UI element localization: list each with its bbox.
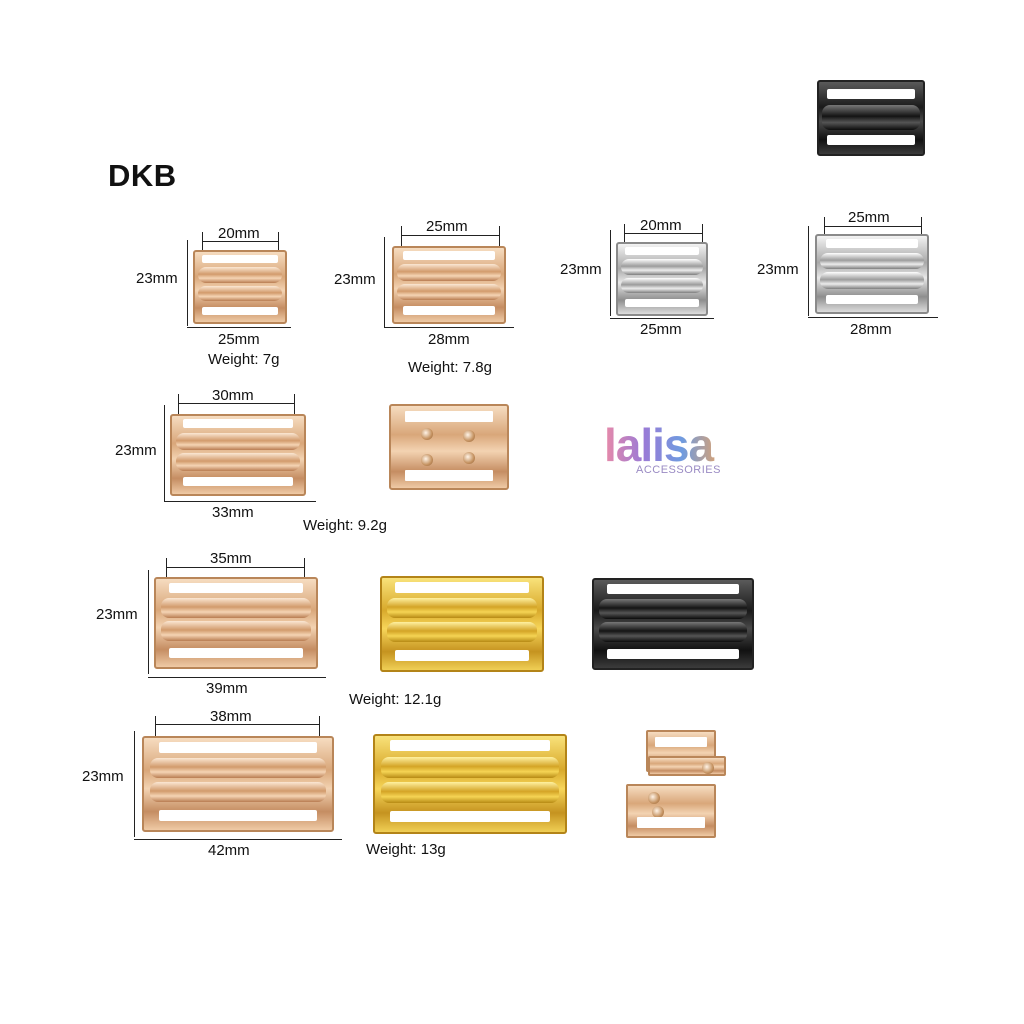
brand-code: DKB	[108, 158, 177, 193]
outer-dim-line	[384, 327, 514, 328]
height-label: 23mm	[560, 261, 602, 278]
rivet-icon	[463, 452, 475, 464]
buckle-yellow-gold-35	[380, 576, 544, 672]
height-dim-line	[610, 230, 611, 316]
buckle-silver-20	[616, 242, 708, 316]
outer-width-label: 25mm	[218, 331, 260, 348]
height-label: 23mm	[82, 768, 124, 785]
buckle-rose-gold-25	[392, 246, 506, 324]
buckle-rose-gold-30	[170, 414, 306, 496]
rivet-icon	[702, 762, 714, 774]
outer-dim-line	[808, 317, 938, 318]
buckle-yellow-gold-38	[373, 734, 567, 834]
weight-label: Weight: 9.2g	[303, 517, 387, 534]
outer-dim-line	[148, 677, 326, 678]
dim-tick	[824, 217, 825, 239]
height-dim-line	[134, 731, 135, 837]
inner-width-label: 25mm	[426, 218, 468, 235]
buckle-black-small	[817, 80, 925, 156]
inner-width-label: 35mm	[210, 550, 252, 567]
inner-dim-line	[202, 241, 278, 242]
height-dim-line	[148, 570, 149, 674]
outer-width-label: 39mm	[206, 680, 248, 697]
weight-label: Weight: 7.8g	[408, 359, 492, 376]
inner-dim-line	[155, 724, 319, 725]
rivet-icon	[421, 428, 433, 440]
inner-dim-line	[166, 567, 304, 568]
dim-tick	[624, 224, 625, 246]
inner-width-label: 25mm	[848, 209, 890, 226]
inner-width-label: 20mm	[640, 217, 682, 234]
inner-dim-line	[824, 226, 921, 227]
outer-dim-line	[610, 318, 714, 319]
outer-dim-line	[187, 327, 291, 328]
outer-dim-line	[134, 839, 342, 840]
outer-width-label: 28mm	[428, 331, 470, 348]
clasp-rose-gold-tab	[648, 756, 726, 776]
weight-label: Weight: 7g	[208, 351, 280, 368]
logo-wordmark: lalisa	[604, 418, 721, 472]
buckle-silver-25	[815, 234, 929, 314]
brand-logo: lalisa ACCESSORIES	[604, 418, 721, 476]
height-dim-line	[187, 240, 188, 326]
dim-tick	[921, 217, 922, 239]
logo-subtitle: ACCESSORIES	[636, 464, 721, 476]
height-label: 23mm	[757, 261, 799, 278]
outer-width-label: 28mm	[850, 321, 892, 338]
height-dim-line	[384, 237, 385, 327]
inner-dim-line	[178, 403, 294, 404]
outer-width-label: 25mm	[640, 321, 682, 338]
inner-width-label: 30mm	[212, 387, 254, 404]
height-dim-line	[808, 226, 809, 316]
dim-tick	[401, 226, 402, 250]
inner-width-label: 20mm	[218, 225, 260, 242]
dim-tick	[202, 232, 203, 256]
weight-label: Weight: 13g	[366, 841, 446, 858]
clasp-rose-gold-assembled	[389, 404, 509, 490]
rivet-icon	[463, 430, 475, 442]
rivet-icon	[421, 454, 433, 466]
outer-width-label: 33mm	[212, 504, 254, 521]
outer-dim-line	[164, 501, 316, 502]
dim-tick	[278, 232, 279, 256]
inner-dim-line	[401, 235, 499, 236]
height-label: 23mm	[334, 271, 376, 288]
height-label: 23mm	[136, 270, 178, 287]
dim-tick	[499, 226, 500, 250]
height-dim-line	[164, 405, 165, 501]
inner-dim-line	[624, 233, 702, 234]
clasp-rose-gold-lower-part	[626, 784, 716, 838]
buckle-black-35	[592, 578, 754, 670]
buckle-rose-gold-35	[154, 577, 318, 669]
buckle-rose-gold-38	[142, 736, 334, 832]
height-label: 23mm	[115, 442, 157, 459]
rivet-icon	[648, 792, 660, 804]
weight-label: Weight: 12.1g	[349, 691, 442, 708]
inner-width-label: 38mm	[210, 708, 252, 725]
height-label: 23mm	[96, 606, 138, 623]
outer-width-label: 42mm	[208, 842, 250, 859]
buckle-rose-gold-20	[193, 250, 287, 324]
dim-tick	[702, 224, 703, 246]
rivet-icon	[652, 806, 664, 818]
